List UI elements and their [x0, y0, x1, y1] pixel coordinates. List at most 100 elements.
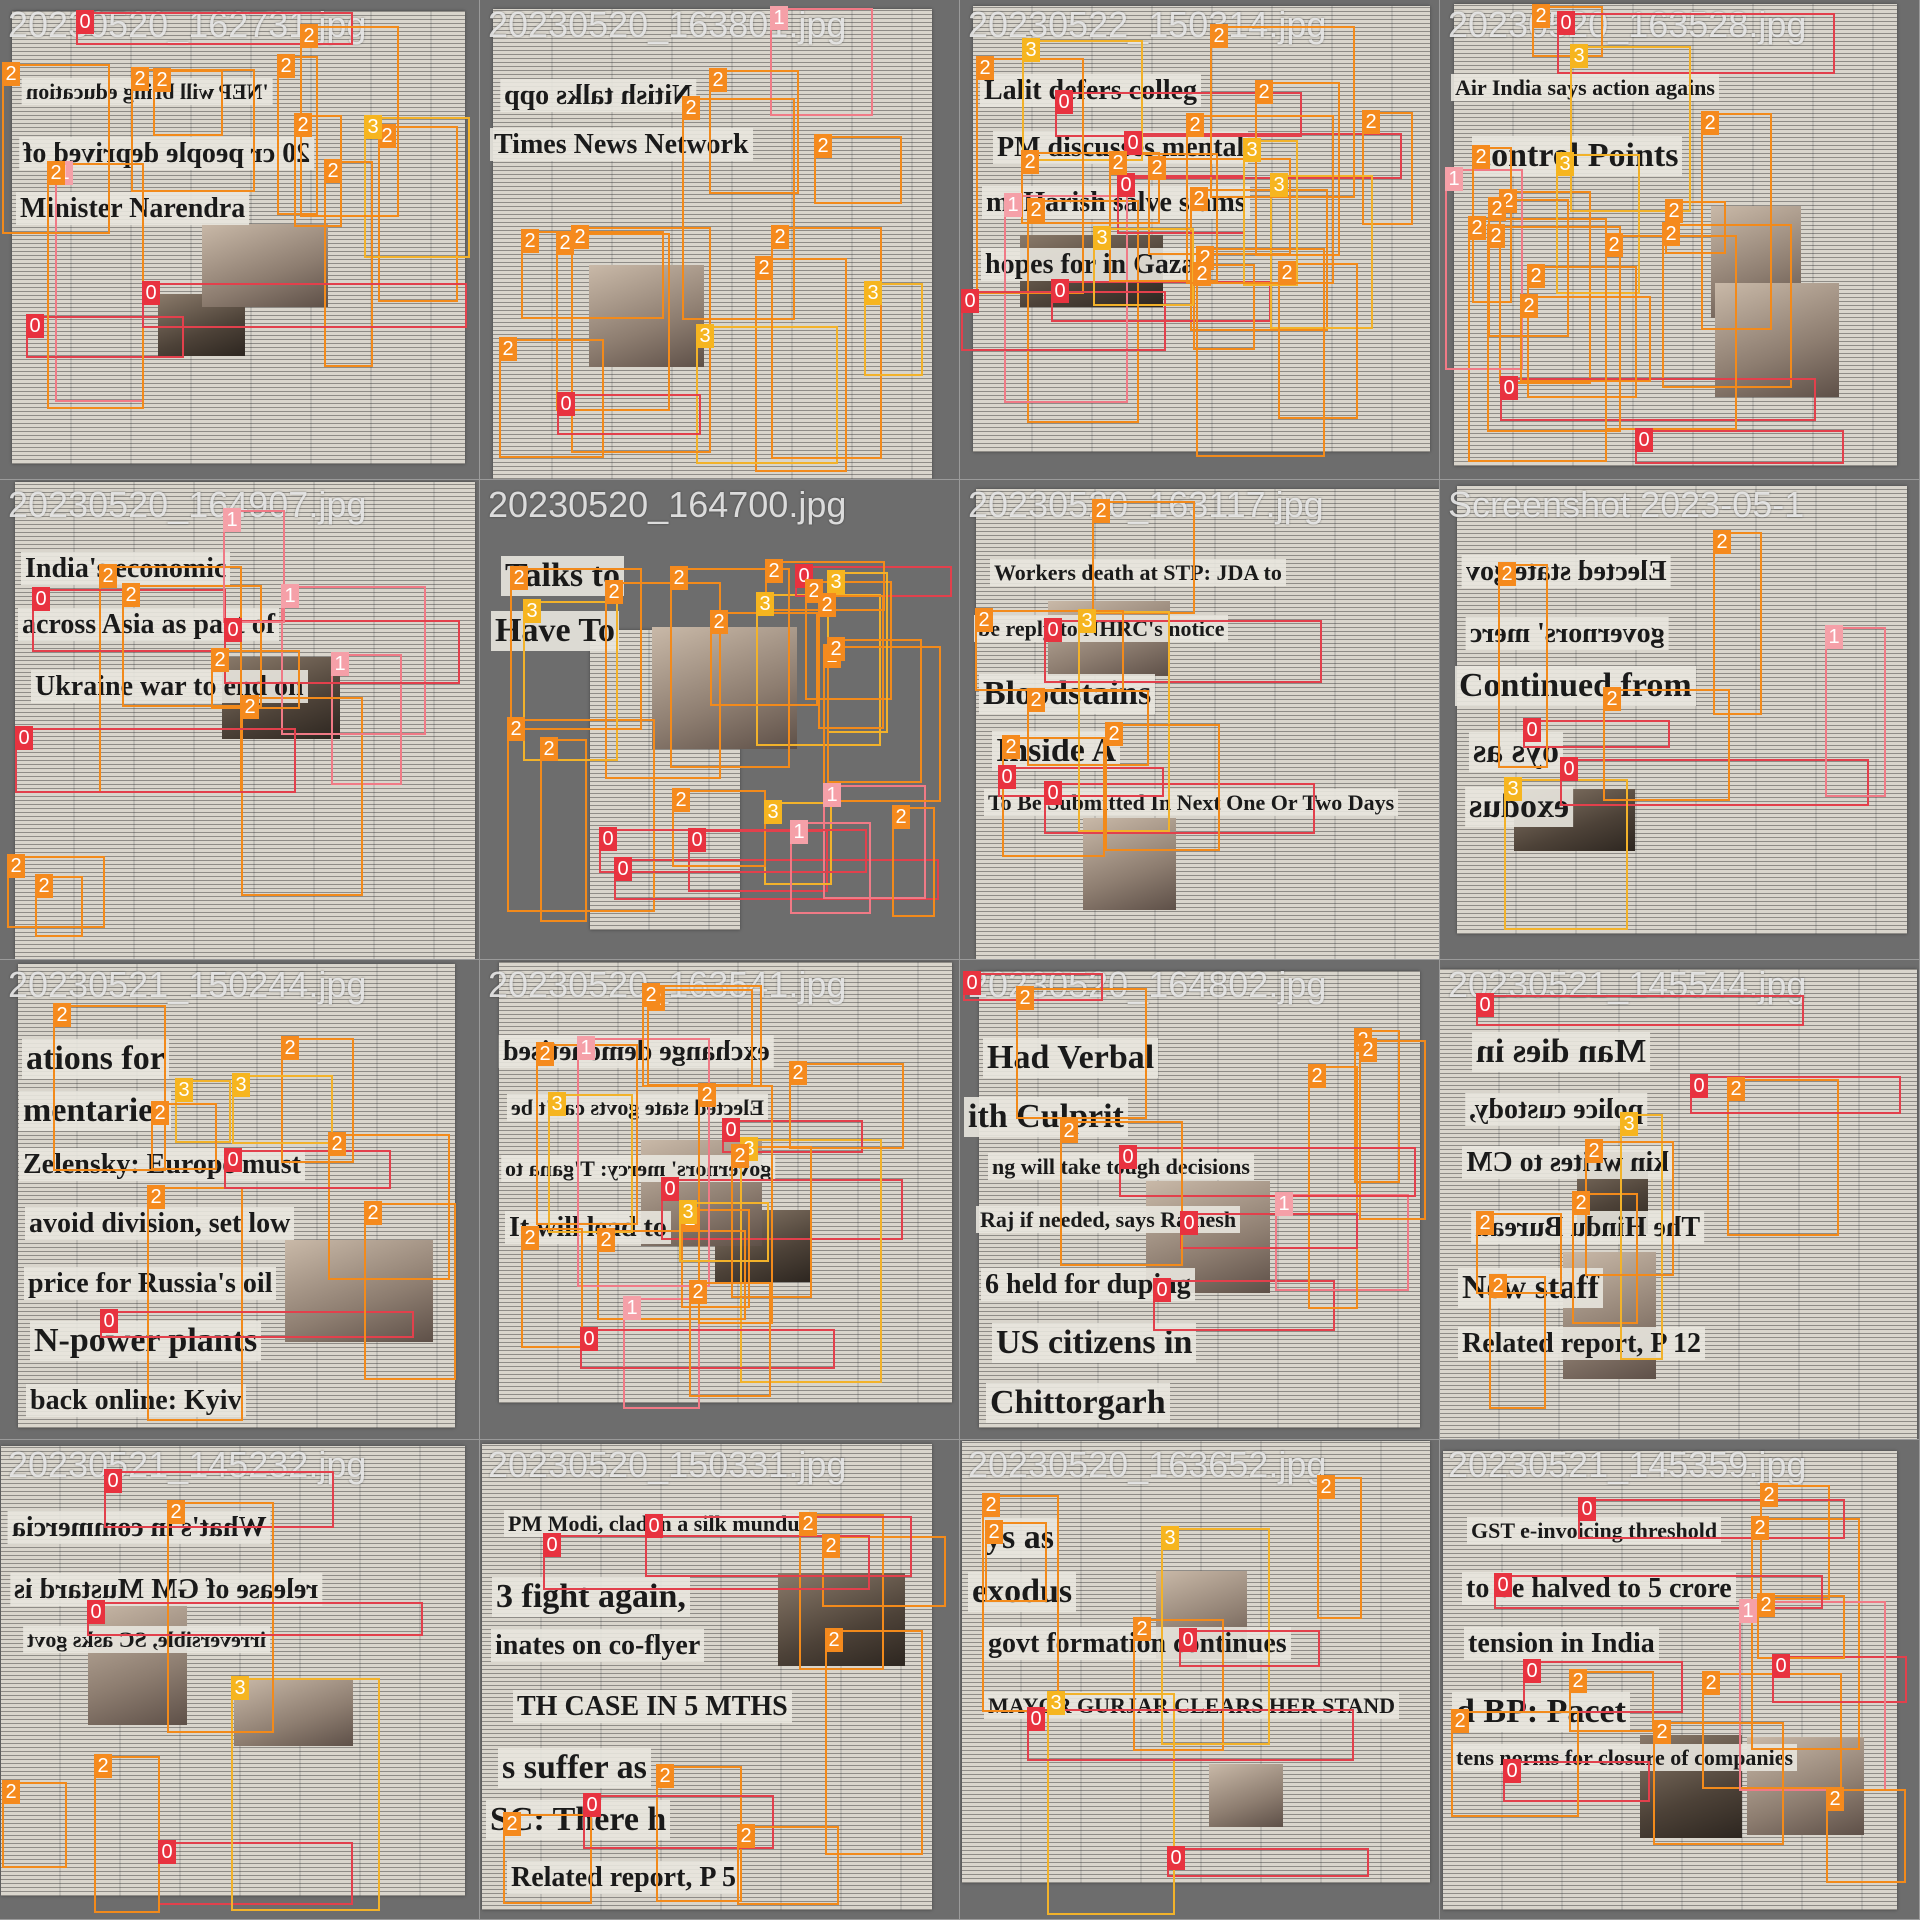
detection-box-class-3 [1047, 1693, 1175, 1915]
detection-box-class-2 [1662, 224, 1792, 388]
detection-box-class-0 [1690, 1076, 1901, 1114]
detection-box-class-3 [548, 1094, 633, 1233]
class-label-tag: 2 [1308, 1064, 1326, 1088]
class-label-tag: 2 [211, 648, 229, 672]
detection-box-class-0 [1153, 1280, 1335, 1331]
class-label-tag: 2 [378, 124, 396, 148]
detection-box-class-3 [679, 1202, 769, 1262]
detection-box-class-2 [1727, 1079, 1839, 1236]
class-label-tag: 0 [1635, 428, 1653, 452]
detection-box-class-2 [1105, 724, 1220, 851]
class-label-tag: 2 [1489, 1274, 1507, 1298]
detection-box-class-2 [1751, 1518, 1860, 1750]
class-label-tag: 2 [689, 1280, 707, 1304]
detection-box-class-0 [1560, 759, 1869, 806]
class-label-tag: 0 [1523, 718, 1541, 742]
class-label-tag: 2 [1498, 562, 1516, 586]
class-label-tag: 2 [1569, 1669, 1587, 1693]
class-label-tag: 2 [499, 337, 517, 361]
detection-box-class-2 [1308, 1066, 1358, 1309]
detection-box-class-2 [1190, 189, 1328, 331]
detection-box-class-0 [1635, 430, 1844, 464]
headline-text: tens norms for closure of companies [1452, 1744, 1798, 1772]
class-label-tag: 2 [503, 1812, 521, 1836]
class-label-tag: 2 [1105, 722, 1123, 746]
class-label-tag: 2 [982, 1493, 1000, 1517]
detection-box-class-2 [1498, 564, 1548, 768]
detection-box-class-2 [975, 610, 1124, 691]
class-label-tag: 2 [2, 62, 20, 86]
headline-text: governors' merc [1466, 617, 1669, 651]
class-label-tag: 0 [688, 828, 706, 852]
detection-box-class-2 [814, 136, 902, 204]
class-label-tag: 0 [32, 587, 50, 611]
headline-text: back online: Kyiv [26, 1384, 246, 1418]
class-label-tag: 2 [1751, 1516, 1769, 1540]
class-label-tag: 2 [536, 1042, 554, 1066]
class-label-tag: 2 [755, 256, 773, 280]
class-label-tag: 0 [1180, 1211, 1198, 1235]
class-label-tag: 0 [1523, 1659, 1541, 1683]
detection-box-class-3 [1556, 154, 1640, 294]
detection-box-class-0 [1055, 92, 1302, 137]
class-label-tag: 2 [1002, 735, 1020, 759]
class-label-tag: 2 [1193, 262, 1211, 286]
class-label-tag: 3 [764, 800, 782, 824]
headline-text: 3 fight again, [492, 1577, 690, 1617]
class-label-tag: 2 [1665, 199, 1683, 223]
class-label-tag: 3 [1570, 44, 1588, 68]
detection-box-class-2 [822, 1536, 946, 1607]
class-label-tag: 0 [543, 1533, 561, 1557]
class-label-tag: 3 [1243, 138, 1261, 162]
detection-box-class-2 [605, 582, 721, 779]
class-label-tag: 0 [963, 971, 981, 995]
detection-box-class-2 [35, 876, 83, 937]
detection-box-class-2 [507, 719, 655, 912]
class-label-tag: 0 [224, 618, 242, 642]
detection-box-class-0 [15, 728, 296, 793]
detection-box-class-1 [790, 822, 871, 914]
class-label-tag: 2 [1021, 150, 1039, 174]
newspaper-photo-region [1209, 1764, 1283, 1827]
class-label-tag: 1 [1275, 1192, 1293, 1216]
class-label-tag: 2 [765, 559, 783, 583]
class-label-tag: 2 [605, 580, 623, 604]
class-label-tag: 2 [731, 1144, 749, 1168]
detection-box-class-2 [328, 1134, 450, 1280]
headline-text: Times News Network [490, 128, 753, 162]
detection-box-class-2 [681, 1209, 750, 1308]
detection-box-class-0 [1578, 1499, 1845, 1539]
headline-text: N-power plants [30, 1321, 262, 1361]
headline-text: India's economic [21, 552, 231, 586]
detection-box-class-2 [1092, 501, 1195, 614]
class-label-tag: 0 [1055, 90, 1073, 114]
class-label-tag: 2 [642, 983, 660, 1007]
class-label-tag: 0 [722, 1118, 740, 1142]
detection-box-class-2 [324, 161, 373, 367]
detection-box-class-1 [770, 8, 873, 116]
class-label-tag: 2 [1826, 1787, 1844, 1811]
headline-text: Air India says action agains [1451, 74, 1719, 102]
detection-box-class-1 [223, 510, 285, 623]
class-label-tag: 2 [147, 1185, 165, 1209]
class-label-tag: 3 [679, 1200, 697, 1224]
class-label-tag: 3 [696, 324, 714, 348]
detection-box-class-2 [94, 1756, 160, 1913]
class-label-tag: 2 [1702, 1671, 1720, 1695]
detection-box-class-0 [543, 1535, 870, 1590]
class-label-tag: 2 [1713, 530, 1731, 554]
class-label-tag: 2 [167, 1500, 185, 1524]
class-label-tag: 2 [1757, 1593, 1775, 1617]
class-label-tag: 0 [614, 857, 632, 881]
class-label-tag: 3 [523, 599, 541, 623]
class-label-tag: 2 [521, 229, 539, 253]
class-label-tag: 1 [1739, 1599, 1757, 1623]
class-label-tag: 2 [1092, 499, 1110, 523]
class-label-tag: 0 [1557, 11, 1575, 35]
detection-box-class-0 [1027, 1709, 1354, 1761]
class-label-tag: 2 [1027, 688, 1045, 712]
class-label-tag: 2 [294, 113, 312, 137]
